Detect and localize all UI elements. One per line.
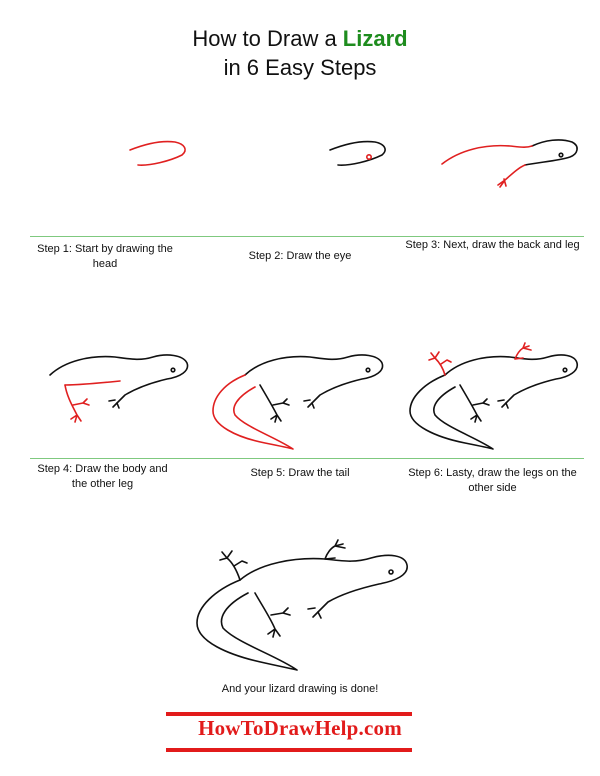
title-line-1: How to Draw a Lizard (0, 24, 600, 53)
row-1-separator (30, 236, 584, 237)
final-lizard-svg (196, 539, 408, 671)
step-6-drawing (405, 340, 585, 455)
step-2-drawing (320, 130, 400, 180)
step-5-drawing (205, 345, 395, 455)
step-5-tail-svg (212, 354, 384, 450)
row-2-separator (30, 458, 584, 459)
title-prefix: How to Draw a (192, 26, 343, 51)
step-4-drawing (45, 345, 195, 435)
step-2-head-svg (329, 140, 386, 166)
step-2-caption: Step 2: Draw the eye (248, 250, 352, 262)
brand-bottom-bar (166, 748, 412, 752)
step-3-caption: Step 3: Next, draw the back and leg (405, 239, 580, 251)
step-3-back-leg-svg (441, 139, 578, 188)
step-1-head-svg (129, 140, 186, 166)
title-accent: Lizard (342, 26, 408, 51)
step-4-body-leg-svg (49, 354, 189, 423)
step-5-caption: Step 5: Draw the tail (250, 467, 350, 479)
brand-top-bar (166, 712, 412, 716)
page-title: How to Draw a Lizard in 6 Easy Steps (0, 24, 600, 82)
final-lizard-drawing (185, 535, 415, 675)
step-3-drawing (440, 130, 580, 195)
step-4-caption: Step 4: Draw the body and the other leg (37, 463, 168, 490)
title-line-2: in 6 Easy Steps (223, 55, 377, 80)
step-6-other-legs-svg (409, 342, 579, 450)
site-brand[interactable]: HowToDrawHelp.com (198, 716, 402, 740)
step-1-drawing (120, 130, 200, 180)
step-6-caption: Step 6: Lasty, draw the legs on the othe… (408, 467, 577, 494)
final-caption: And your lizard drawing is done! (221, 683, 379, 695)
step-1-caption: Step 1: Start by drawing the head (37, 243, 173, 270)
